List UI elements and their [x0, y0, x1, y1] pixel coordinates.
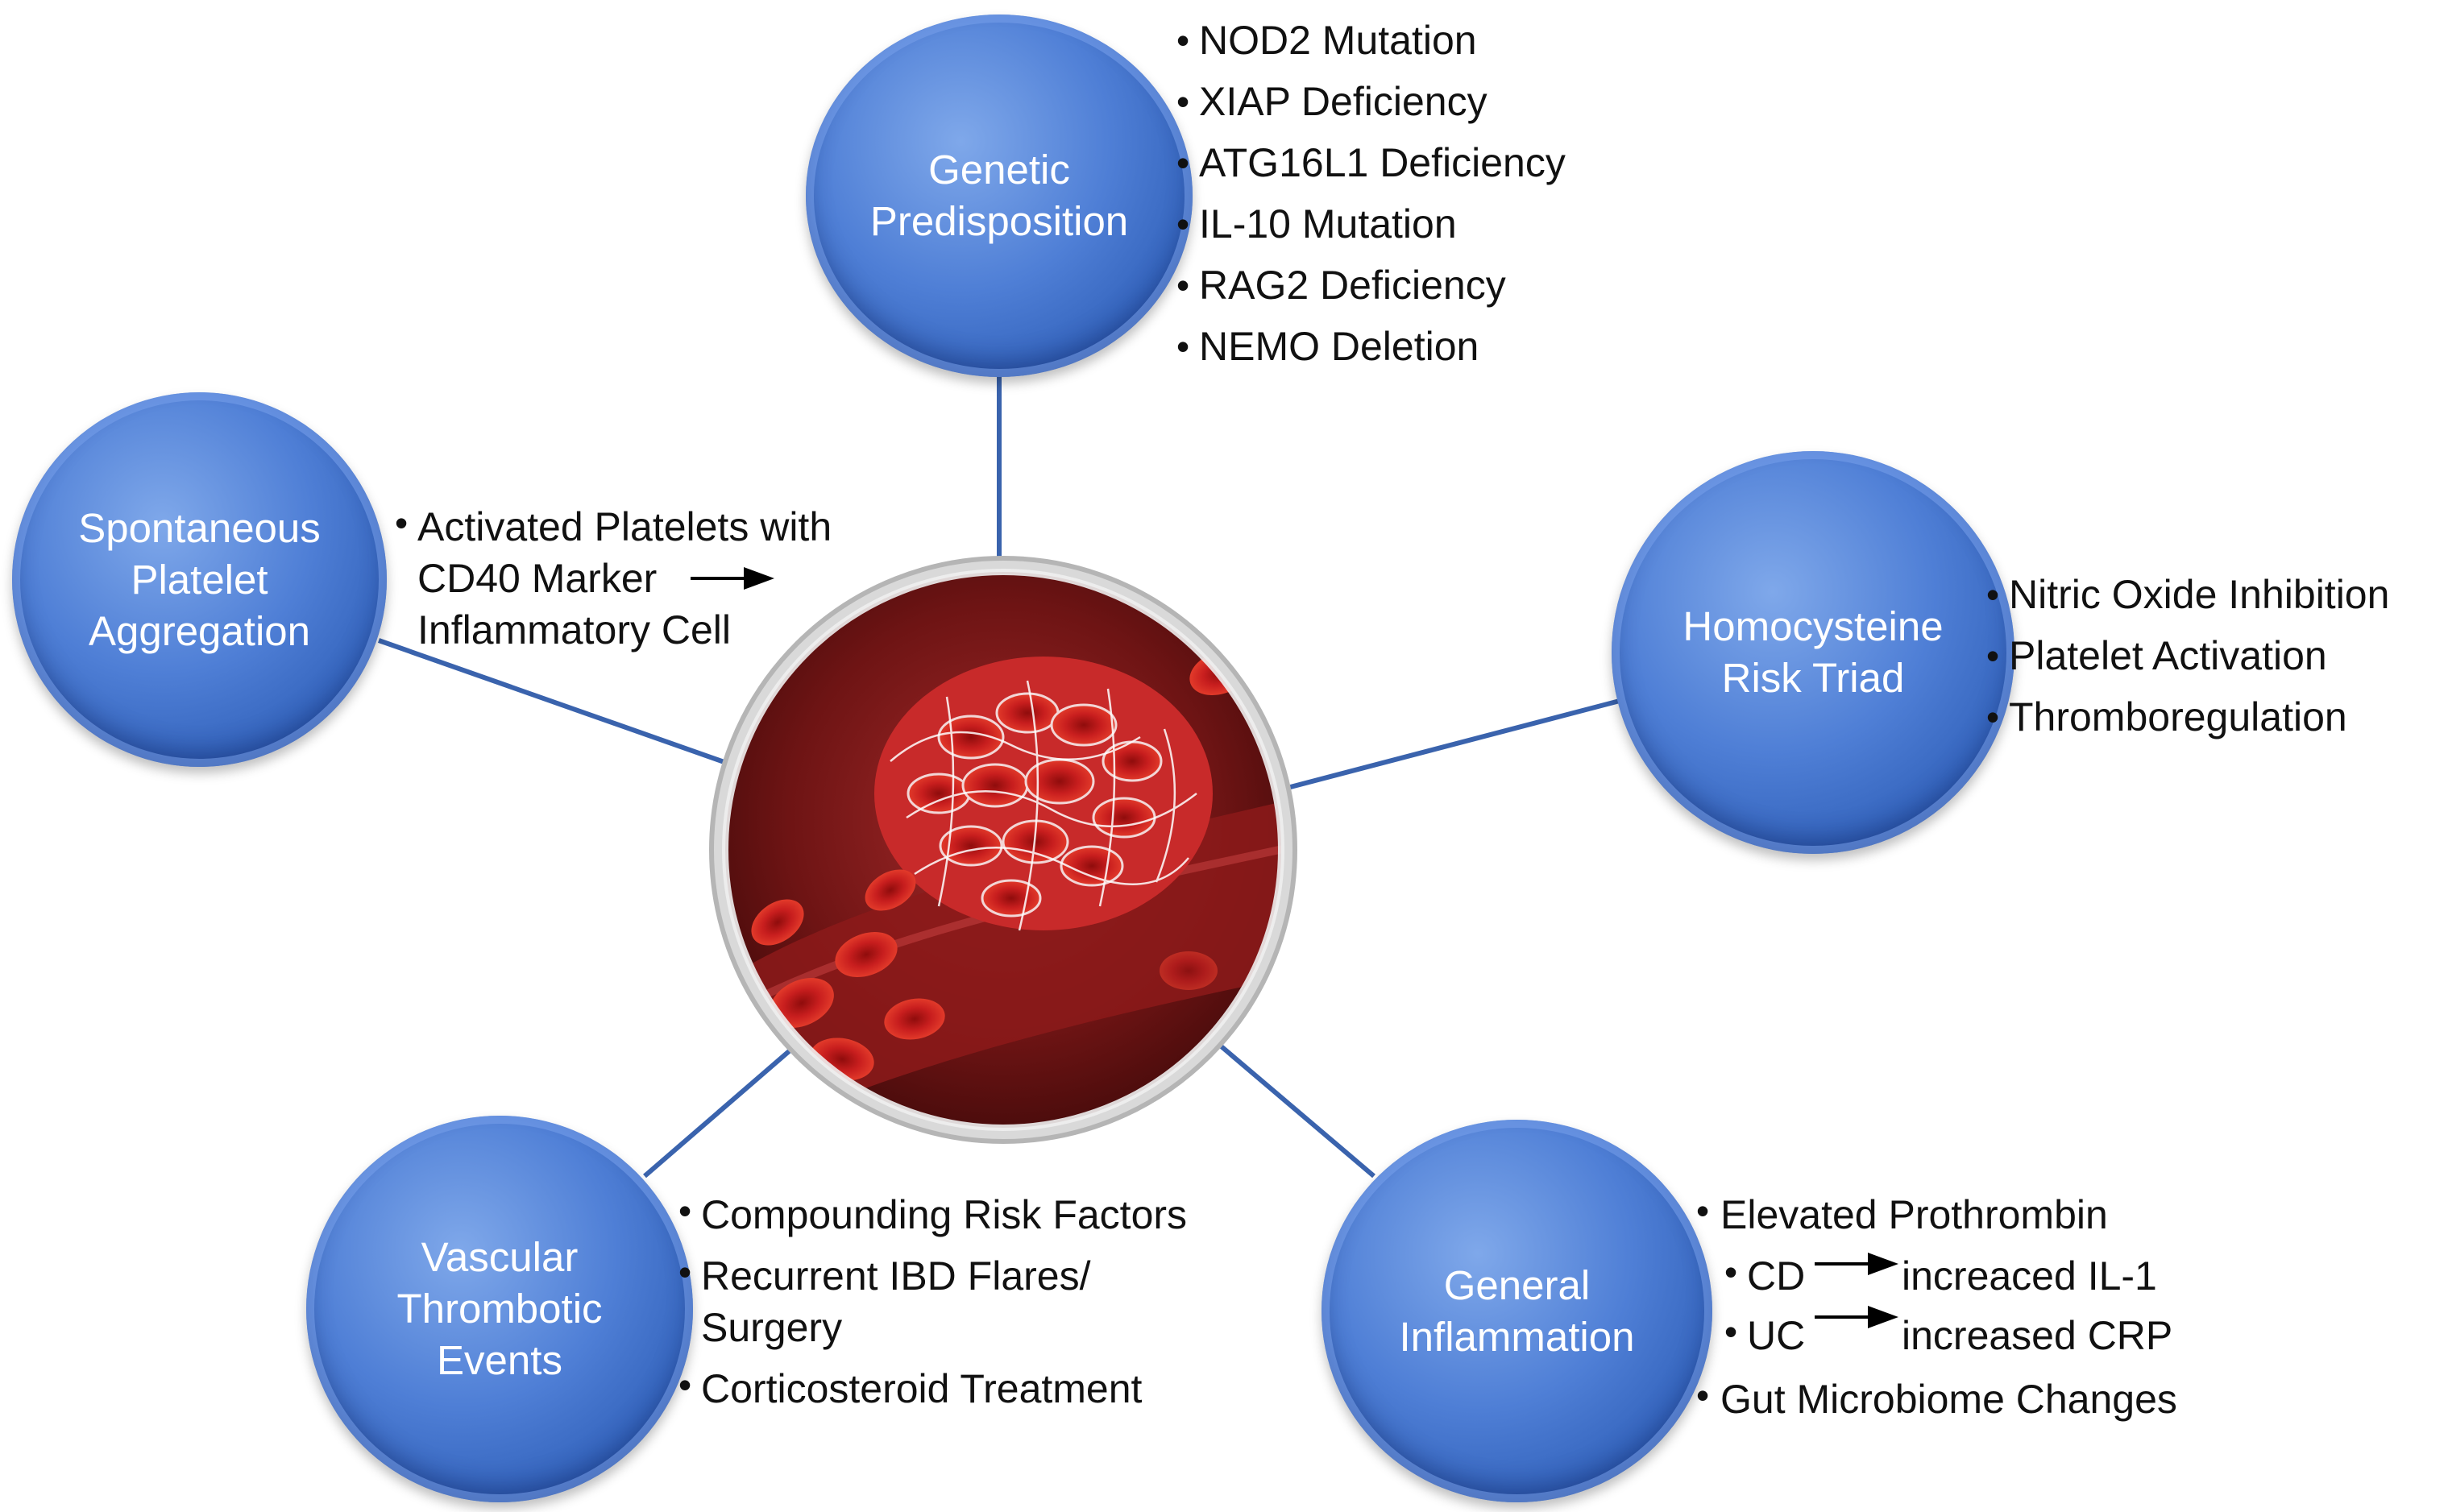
homocysteine-item: Nitric Oxide Inhibition	[1986, 564, 2389, 625]
vascular-bullet-2: •	[678, 1251, 692, 1293]
vascular-item-2a: Recurrent IBD Flares/	[701, 1253, 1091, 1299]
right-arrow-icon	[691, 567, 774, 590]
vascular-bullet-3: •	[678, 1364, 692, 1406]
genetic-item: ATG16L1 Deficiency	[1176, 132, 1566, 193]
spontaneous-line-3: Inflammatory Cell	[417, 607, 731, 652]
vascular-thrombotic-label: Vascular Thrombotic Events	[396, 1234, 603, 1383]
vascular-item-3: Corticosteroid Treatment	[701, 1366, 1143, 1411]
connector-vascular	[643, 1045, 795, 1179]
inflammation-bullet-1: •	[1696, 1190, 1710, 1232]
genetic-item: RAG2 Deficiency	[1176, 255, 1566, 316]
general-inflammation-node: General Inflammation	[1322, 1120, 1712, 1502]
genetic-list: NOD2 Mutation XIAP Deficiency ATG16L1 De…	[1176, 10, 1566, 377]
vascular-item-2b: Surgery	[701, 1305, 843, 1350]
right-arrow-icon	[1815, 1253, 1898, 1275]
general-inflammation-label: General Inflammation	[1399, 1261, 1635, 1360]
blood-clot-image	[709, 556, 1297, 1144]
homocysteine-label: Homocysteine Risk Triad	[1682, 603, 1944, 701]
inflammation-uc-result: increased CRP	[1902, 1313, 2173, 1358]
homocysteine-item: Platelet Activation	[1986, 625, 2389, 686]
vascular-bullet-1: •	[678, 1190, 692, 1232]
inflammation-bullet-cd: •	[1724, 1251, 1738, 1293]
spontaneous-platelet-node: Spontaneous Platelet Aggregation	[12, 392, 387, 767]
inflammation-cd: CD	[1747, 1253, 1806, 1299]
spontaneous-platelet-label: Spontaneous Platelet Aggregation	[78, 504, 321, 654]
homocysteine-item: Thromboregulation	[1986, 686, 2389, 748]
genetic-predisposition-label: Genetic Predisposition	[869, 147, 1129, 244]
spontaneous-bullet: •	[395, 502, 409, 544]
genetic-item: NEMO Deletion	[1176, 316, 1566, 377]
inflammation-item-4: Gut Microbiome Changes	[1720, 1377, 2177, 1422]
right-arrow-icon	[1815, 1306, 1898, 1328]
genetic-predisposition-node: Genetic Predisposition	[806, 14, 1193, 377]
homocysteine-list: Nitric Oxide Inhibition Platelet Activat…	[1986, 564, 2389, 748]
connector-homocysteine	[1280, 698, 1620, 792]
spontaneous-line-1: Activated Platelets with	[417, 504, 832, 549]
homocysteine-node: Homocysteine Risk Triad	[1612, 451, 2014, 854]
genetic-item: IL-10 Mutation	[1176, 193, 1566, 255]
vascular-thrombotic-node: Vascular Thrombotic Events	[306, 1116, 693, 1502]
connector-inflammation	[1211, 1037, 1375, 1179]
inflammation-bullet-uc: •	[1724, 1311, 1738, 1353]
inflammation-uc: UC	[1747, 1313, 1806, 1358]
inflammation-item-1: Elevated Prothrombin	[1720, 1192, 2108, 1237]
connector-spontaneous	[378, 638, 734, 768]
genetic-item: XIAP Deficiency	[1176, 71, 1566, 132]
genetic-item: NOD2 Mutation	[1176, 10, 1566, 71]
vascular-item-1: Compounding Risk Factors	[701, 1192, 1188, 1237]
inflammation-cd-result: increaced IL-1	[1902, 1253, 2157, 1299]
spontaneous-line-2: CD40 Marker	[417, 556, 658, 601]
inflammation-bullet-4: •	[1696, 1374, 1710, 1416]
